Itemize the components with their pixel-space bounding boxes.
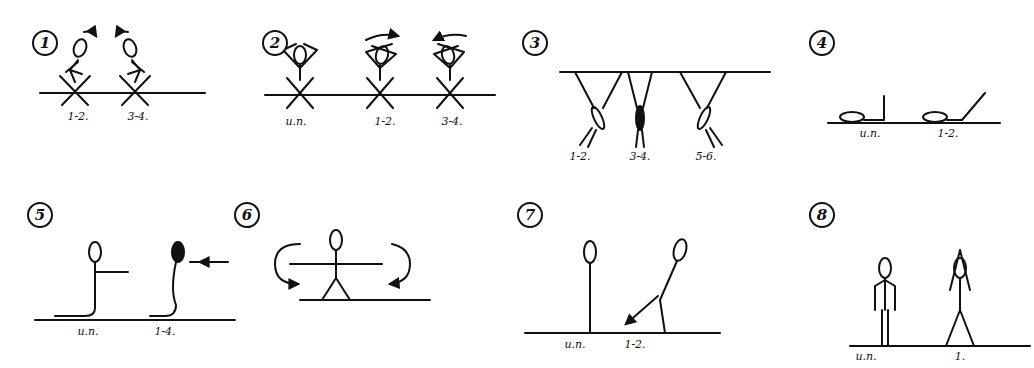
count-label: 1-2. — [568, 151, 591, 163]
count-label: и.п. — [284, 116, 307, 128]
step-number-circle: 7 — [517, 202, 543, 228]
count-label: 1-2. — [936, 128, 959, 140]
count-label: 1-2. — [623, 339, 646, 351]
step-number-circle: 3 — [522, 30, 548, 56]
count-label: 1-4. — [153, 326, 176, 338]
step-number-circle: 5 — [27, 202, 53, 228]
step-number-circle: 8 — [809, 202, 835, 228]
step-number: 7 — [525, 208, 535, 223]
step-number: 8 — [817, 208, 827, 223]
step-number: 4 — [817, 36, 827, 51]
figure-panel-5 — [35, 242, 235, 320]
step-number: 2 — [270, 36, 280, 51]
count-label: и.п. — [858, 128, 881, 140]
figure-panel-3 — [560, 72, 770, 147]
count-label: и.п. — [76, 326, 99, 338]
step-number: 3 — [530, 36, 540, 51]
step-number-circle: 4 — [809, 30, 835, 56]
figure-panel-1 — [40, 32, 205, 106]
step-number: 6 — [242, 208, 252, 223]
count-label: 1-2. — [373, 116, 396, 128]
count-label: и.п. — [563, 339, 586, 351]
count-label: 1. — [954, 351, 967, 363]
count-label: 3-4. — [440, 116, 463, 128]
step-number-circle: 2 — [262, 30, 288, 56]
figure-panel-2 — [265, 35, 495, 108]
step-number-circle: 1 — [32, 30, 58, 56]
count-label: 3-4. — [126, 111, 149, 123]
count-label: 3-4. — [628, 151, 651, 163]
figure-panel-4 — [828, 93, 1000, 123]
step-number-circle: 6 — [234, 202, 260, 228]
step-number: 5 — [35, 208, 45, 223]
step-number: 1 — [40, 36, 50, 51]
count-label: и.п. — [854, 351, 877, 363]
figure-panel-6 — [275, 230, 430, 300]
count-label: 1-2. — [66, 111, 89, 123]
count-label: 5-6. — [694, 151, 717, 163]
figure-panel-8 — [850, 250, 1030, 346]
figure-panel-7 — [525, 238, 720, 333]
